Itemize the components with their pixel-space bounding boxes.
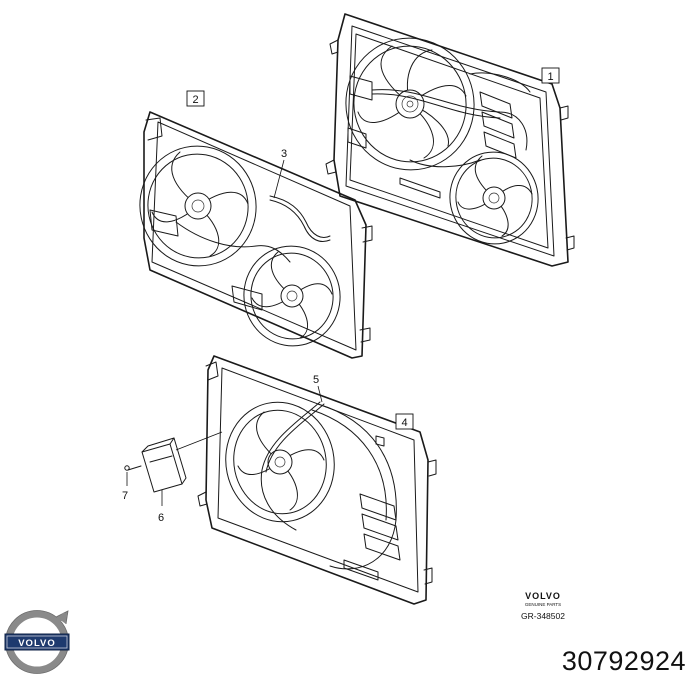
svg-text:VOLVO: VOLVO [525,591,561,601]
svg-text:7: 7 [122,490,128,502]
svg-text:5: 5 [313,374,319,386]
fan-shroud-frame [197,355,437,605]
fan-shroud-with-motors [139,111,373,359]
callout-4: 4 [395,413,414,430]
svg-text:GR-348502: GR-348502 [521,611,565,621]
svg-text:4: 4 [401,417,407,429]
callout-7: 7 [122,490,128,502]
volvo-iron-mark-icon: VOLVO [4,610,70,674]
callout-6: 6 [158,512,164,524]
callout-2: 2 [186,90,205,107]
genuine-parts-stamp: VOLVO GENUINE PARTS GR-348502 [521,591,565,621]
callout-5: 5 [313,374,323,403]
svg-text:1: 1 [547,71,553,83]
fan-assembly-complete [325,13,575,267]
svg-text:GENUINE PARTS: GENUINE PARTS [525,602,561,607]
callout-3: 3 [273,148,287,199]
svg-text:3: 3 [281,148,287,160]
callout-1: 1 [541,67,560,84]
svg-text:6: 6 [158,512,164,524]
svg-text:2: 2 [192,94,198,106]
svg-text:VOLVO: VOLVO [18,638,56,649]
screw [124,465,142,486]
fan-control-module [141,431,223,506]
part-number: 30792924 [561,646,686,676]
